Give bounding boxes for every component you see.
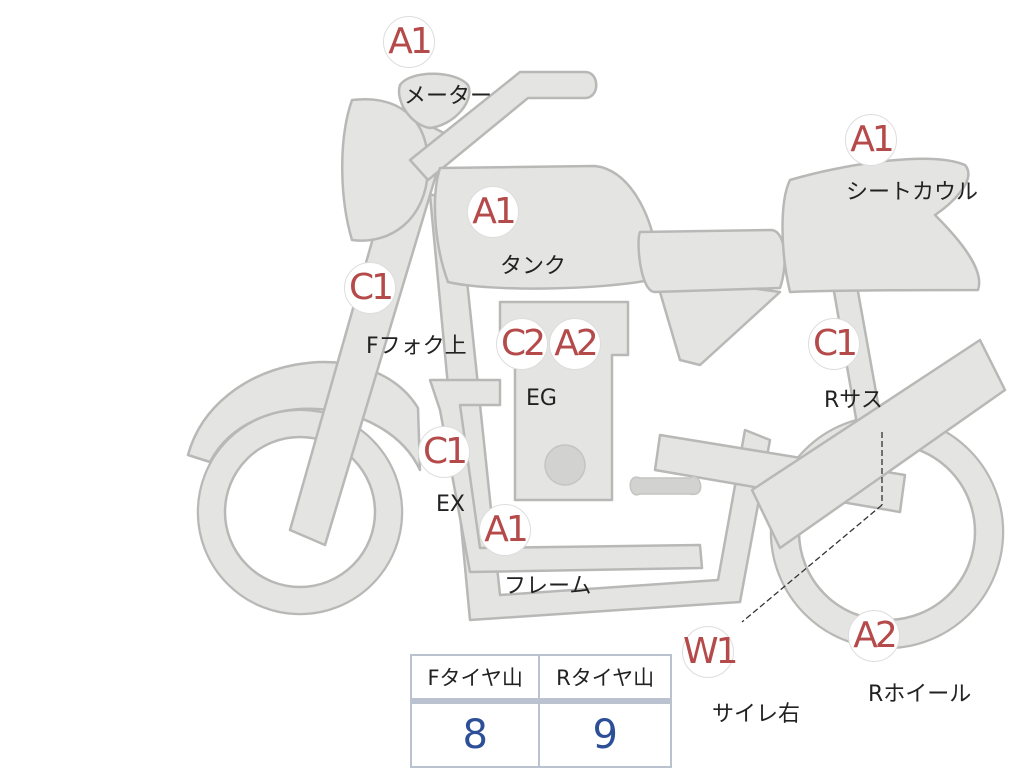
- rwheel-label: Rホイール: [868, 682, 972, 707]
- front-tire-header: Fタイヤ山: [411, 655, 541, 704]
- seat-cowl-grade-badge: A1: [845, 114, 897, 166]
- frame-label: フレーム: [504, 574, 592, 599]
- rsus-grade-badge: C1: [808, 318, 860, 370]
- frame-lower: [428, 378, 704, 574]
- exhaust-grade-badge: C1: [418, 426, 470, 478]
- front-tire-value: 8: [411, 701, 541, 767]
- tank-grade-badge: A1: [467, 186, 519, 238]
- tire-table-header-row: Fタイヤ山 Rタイヤ山: [411, 655, 672, 704]
- meter: [397, 72, 471, 130]
- engine-grade-badge-1: C2: [496, 318, 548, 370]
- engine-label: EG: [526, 386, 557, 411]
- seat: [637, 228, 786, 294]
- meter-label: メーター: [404, 84, 493, 109]
- seat-cowl-label: シートカウル: [846, 180, 979, 205]
- leader-line-silencer: [741, 504, 883, 623]
- silencer-label: サイレ右: [712, 702, 801, 727]
- frame-grade-badge: A1: [479, 504, 531, 556]
- tire-table-value-row: 8 9: [411, 701, 672, 767]
- rear-tire-header: Rタイヤ山: [539, 655, 672, 704]
- ffork-label: Fフォク上: [366, 334, 467, 359]
- engine-grade-badge-2: A2: [549, 318, 601, 370]
- ffork-grade-badge: C1: [344, 262, 396, 314]
- rear-tire-value: 9: [539, 701, 672, 767]
- silencer-grade-badge: W1: [682, 626, 739, 678]
- frame-loop: [428, 193, 772, 622]
- meter-grade-badge: A1: [383, 16, 435, 68]
- silencer: [750, 338, 1007, 550]
- seat-cowl: [781, 157, 981, 294]
- tire-tread-table: Fタイヤ山 Rタイヤ山 8 9: [410, 654, 672, 768]
- footpeg: [629, 475, 702, 496]
- handlebar: [408, 70, 598, 182]
- exhaust-label: EX: [436, 492, 465, 517]
- rsus-label: Rサス: [824, 388, 883, 413]
- tank-label: タンク: [500, 254, 567, 279]
- engine-cover: [544, 444, 586, 486]
- rwheel-grade-badge: A2: [848, 610, 900, 662]
